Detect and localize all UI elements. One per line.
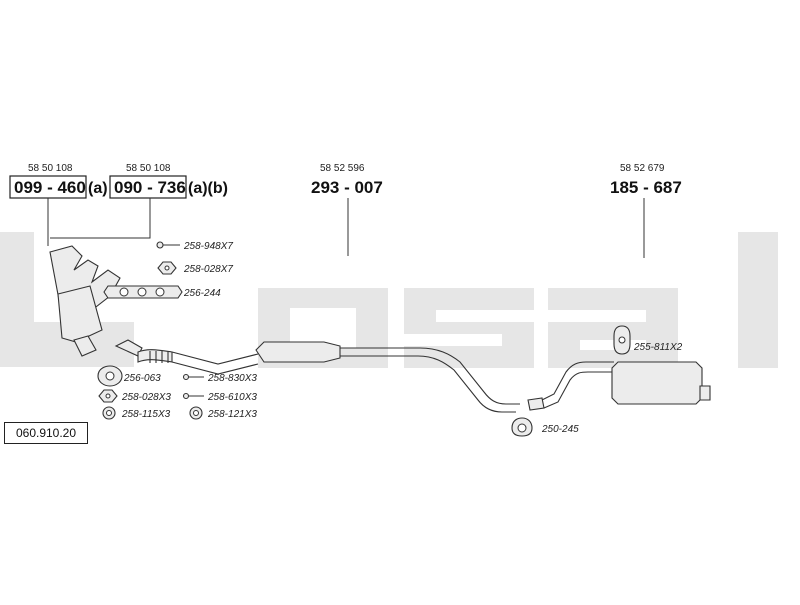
- callout-185-687: 58 52 679 185 - 687: [610, 163, 682, 197]
- watermark-letter-a: [548, 288, 678, 368]
- part-number: 099 - 460: [14, 178, 86, 197]
- rear-pipe: [541, 361, 614, 409]
- gasket-ring-icon: [97, 365, 123, 387]
- washer-icon: [189, 406, 203, 420]
- part-number-box: [109, 175, 187, 199]
- fitting-label: 258-948X7: [183, 241, 233, 252]
- catalytic-converter: [57, 285, 103, 343]
- manifold-catalytic-converter: [49, 245, 121, 357]
- callout-090-736: 58 50 108 090 - 736 (a)(b): [109, 163, 228, 199]
- part-suffix: (a)(b): [188, 180, 228, 197]
- fitting-label: 256-063: [123, 373, 161, 384]
- part-suffix: (a): [88, 180, 108, 197]
- bolt-icon: [182, 373, 204, 381]
- fitting-label: 258-121X3: [207, 409, 257, 420]
- rubber-mount-icon: [613, 325, 631, 355]
- callout-293-007: 58 52 596 293 - 007: [311, 163, 383, 197]
- flex-pipe-ribs: [149, 351, 169, 363]
- catalog-number: 060.910.20: [4, 422, 88, 444]
- gasket-icon: [103, 285, 183, 299]
- center-muffler-pipe: [255, 341, 520, 413]
- fitting-label: 258-610X3: [207, 392, 257, 403]
- callout-ref: 58 52 679: [620, 163, 665, 174]
- clamp-icon: [511, 417, 533, 437]
- nut-icon: [98, 389, 118, 403]
- leader-line: [50, 198, 151, 239]
- converter-outlet-flange: [73, 335, 97, 357]
- fitting-labels: 258-948X7 258-028X7 256-244 256-063 258-…: [121, 241, 683, 435]
- fitting-label: 255-811X2: [633, 342, 683, 353]
- bolt-icon: [182, 392, 204, 400]
- callout-ref: 58 50 108: [28, 163, 73, 174]
- fitting-label: 258-028X7: [183, 264, 233, 275]
- tailpipe: [699, 385, 711, 401]
- rear-muffler: [611, 361, 703, 405]
- callout-099-460: 58 50 108 099 - 460 (a): [9, 163, 108, 199]
- fitting-label: 250-245: [541, 424, 579, 435]
- intermediate-pipe: [340, 347, 520, 413]
- front-pipe-flange: [114, 339, 143, 357]
- nut-icon: [157, 261, 177, 275]
- rear-pipe-inlet: [527, 397, 545, 411]
- callout-ref: 58 50 108: [126, 163, 171, 174]
- fitting-label: 258-028X3: [121, 392, 171, 403]
- center-muffler: [255, 341, 341, 363]
- fittings: [97, 241, 631, 437]
- front-pipe-tube: [171, 351, 259, 375]
- part-number: 293 - 007: [311, 178, 383, 197]
- fitting-label: 258-830X3: [207, 373, 257, 384]
- watermark-letter-b: [0, 232, 134, 367]
- callout-ref: 58 52 596: [320, 163, 365, 174]
- rear-muffler-section: [527, 361, 711, 411]
- leader-lines: [47, 198, 645, 258]
- washer-icon: [102, 406, 116, 420]
- fitting-label: 258-115X3: [121, 409, 171, 420]
- front-pipe: [114, 339, 259, 375]
- fitting-label: 256-244: [183, 288, 221, 299]
- watermark-letter-l: [738, 232, 778, 368]
- flex-pipe: [137, 349, 173, 363]
- bolt-icon: [156, 241, 180, 249]
- watermark-letter-s: [404, 288, 534, 368]
- part-number: 185 - 687: [610, 178, 682, 197]
- part-number: 090 - 736: [114, 178, 186, 197]
